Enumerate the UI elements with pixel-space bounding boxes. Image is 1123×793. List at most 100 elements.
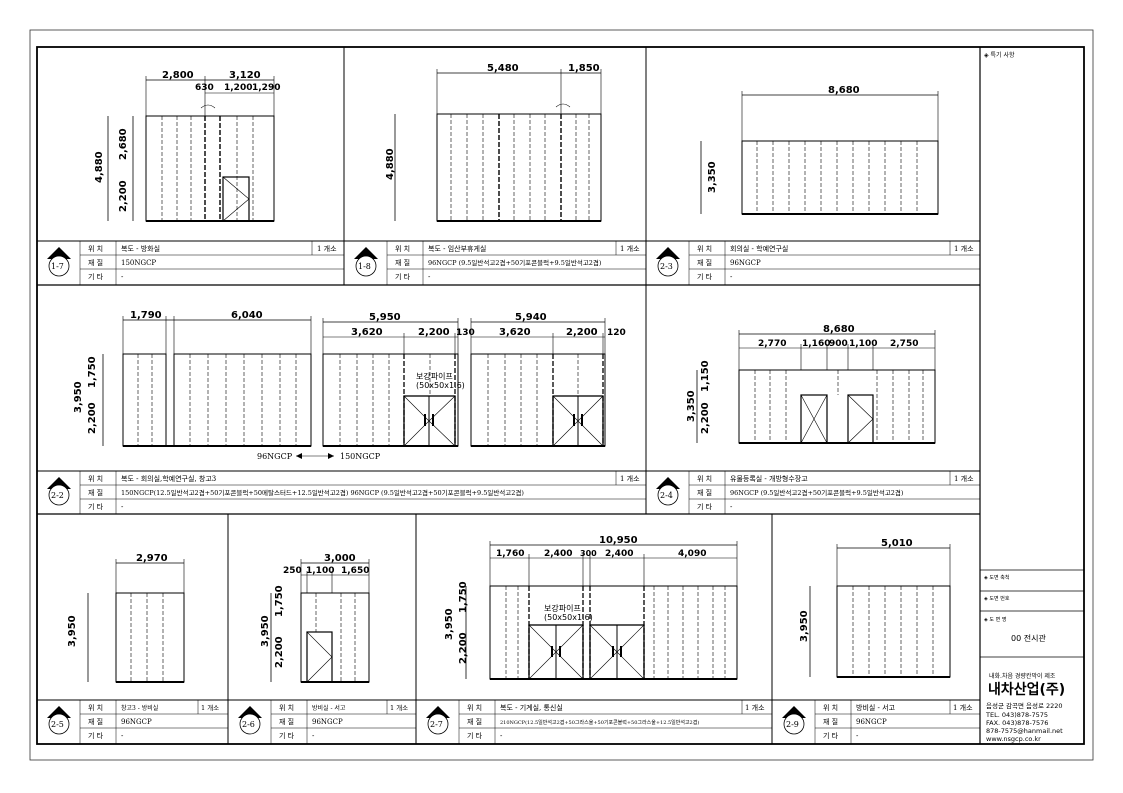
drawing-name: 00 전시관 — [1011, 633, 1046, 643]
company-email: 878-7575@hanmail.net — [986, 727, 1063, 735]
table-2-6: 2-6 위 치 재 질 기 타 방비실 - 서고 1 개소 96NGCP - — [228, 699, 416, 744]
dim-2-2-c: 5,950 — [369, 312, 401, 323]
label-1-8: 1-8 — [358, 262, 371, 271]
company-tagline: 내화.차음 경량칸막이 제조 — [989, 672, 1056, 680]
loc-2-6: 방비실 - 서고 — [312, 704, 346, 712]
company-fax: FAX. 043)878-7576 — [986, 719, 1048, 727]
dim-2-4-h: 3,350 — [686, 390, 697, 422]
dim-2-2-h3: 2,200 — [87, 402, 98, 434]
dim-2-2-k: 120 — [607, 328, 626, 338]
svg-text:기 타: 기 타 — [88, 731, 104, 740]
info-tables: 1-7 위 치 재 질 기 타 복도 - 방화실 1 개소 150NGCP - … — [37, 240, 980, 744]
dim-1-7-e: 1,290 — [252, 83, 280, 93]
svg-text:-: - — [121, 503, 124, 511]
svg-text:-: - — [730, 273, 733, 281]
panel-2-7: 10,950 1,760 2,400 300 2,400 4,090 보강파이프… — [444, 535, 738, 680]
svg-text:재 질: 재 질 — [395, 259, 410, 267]
mat-1-7: 150NGCP — [121, 259, 156, 267]
dim-1-7-h3: 2,200 — [118, 180, 129, 212]
dim-2-3-h: 3,350 — [707, 161, 718, 193]
svg-text:재 질: 재 질 — [279, 718, 294, 726]
svg-text:재 질: 재 질 — [467, 718, 482, 726]
table-1-7: 1-7 위 치 재 질 기 타 복도 - 방화실 1 개소 150NGCP - — [37, 240, 344, 285]
dim-2-7-h2: 1,750 — [458, 581, 469, 613]
title-block: ◈ 특기 사항 ◈ 도면 축척 ◈ 도면 번호 ◈ 도 면 명 00 전시관 내… — [980, 51, 1084, 743]
dim-1-7-b: 3,120 — [229, 70, 261, 81]
loc-2-3: 회의실 - 학예연구실 — [730, 244, 788, 253]
dim-1-7-c: 630 — [195, 83, 214, 93]
svg-text:위 치: 위 치 — [88, 244, 103, 253]
dim-2-2-a: 1,790 — [130, 310, 162, 321]
dim-2-6-h3: 2,200 — [274, 636, 285, 668]
svg-text:-: - — [121, 732, 124, 740]
dim-2-4-f: 2,750 — [890, 339, 918, 349]
dim-2-4-c: 1,160 — [802, 339, 830, 349]
dim-2-3-a: 8,680 — [828, 85, 860, 96]
table-2-3: 2-3 위 치 재 질 기 타 회의실 - 학예연구실 1 개소 96NGCP … — [646, 240, 980, 285]
dim-2-9-a: 5,010 — [881, 538, 913, 549]
count-1-7: 1 개소 — [317, 244, 337, 253]
dim-2-6-h2: 1,750 — [274, 585, 285, 617]
label-2-2: 2-2 — [51, 491, 64, 500]
dim-2-7-f: 4,090 — [678, 549, 706, 559]
svg-text:위 치: 위 치 — [395, 244, 410, 253]
dim-2-4-d: 900 — [829, 339, 848, 349]
table-2-5: 2-5 위 치 재 질 기 타 창고3 - 방비실 1 개소 96NGCP - — [37, 699, 228, 744]
dim-2-4-b: 2,770 — [758, 339, 786, 349]
mat-2-5: 96NGCP — [121, 718, 152, 726]
svg-text:기 타: 기 타 — [395, 272, 411, 281]
dim-1-7-h2: 2,680 — [118, 128, 129, 160]
svg-text:재 질: 재 질 — [88, 259, 103, 267]
count-2-7: 1 개소 — [745, 703, 765, 712]
count-2-4: 1 개소 — [954, 474, 974, 483]
scale-label: ◈ 도면 축척 — [984, 574, 1009, 581]
panel-2-4: 8,680 2,770 1,160 900 1,100 2,750 3,350 … — [686, 324, 936, 444]
dim-2-2-i: 3,620 — [499, 327, 531, 338]
company-web: www.nsgcp.co.kr — [986, 735, 1041, 743]
svg-text:-: - — [856, 732, 859, 740]
svg-text:재 질: 재 질 — [88, 489, 103, 497]
dim-2-2-h: 3,950 — [73, 381, 84, 413]
svg-text:위 치: 위 치 — [697, 244, 712, 253]
count-2-9: 1 개소 — [953, 703, 973, 712]
panel-2-5: 2,970 3,950 — [67, 553, 185, 683]
mat-2-3: 96NGCP — [730, 259, 761, 267]
svg-text:기 타: 기 타 — [88, 502, 104, 511]
count-2-6: 1 개소 — [390, 703, 408, 712]
mat-2-6: 96NGCP — [312, 718, 343, 726]
dim-2-6-b: 250 — [283, 566, 302, 576]
mat-2-9: 96NGCP — [856, 718, 887, 726]
dim-2-7-d: 300 — [580, 549, 597, 558]
count-2-2: 1 개소 — [620, 474, 640, 483]
outer-border — [29, 29, 1094, 761]
dim-1-8-b: 1,850 — [568, 63, 600, 74]
dim-2-2-f: 130 — [456, 328, 475, 338]
panel-2-2: 1,790 6,040 3,950 1,750 2,200 5,950 3,62… — [73, 310, 626, 461]
dim-2-7-a: 10,950 — [599, 535, 638, 546]
inner-border — [36, 46, 1085, 745]
label-1-7: 1-7 — [51, 262, 64, 271]
svg-text:기 타: 기 타 — [697, 272, 713, 281]
svg-text:기 타: 기 타 — [88, 272, 104, 281]
mat-2-2: 150NGCP(12.5일반석고2겹+50기포콘블럭+50메탈스터드+12.5일… — [121, 488, 524, 497]
mat-2-4: 96NGCP (9.5일반석고2겹+50기포콘블럭+9.5일반석고2겹) — [730, 488, 904, 497]
loc-2-9: 방비실 - 서고 — [856, 703, 896, 712]
svg-text:기 타: 기 타 — [697, 502, 713, 511]
drawing-no-label: ◈ 도면 번호 — [984, 595, 1010, 602]
dim-2-7-h: 3,950 — [444, 608, 455, 640]
panel-1-7: 2,800 3,120 630 1,200 1,290 4,880 2,680 … — [94, 70, 280, 222]
table-1-8: 1-8 위 치 재 질 기 타 복도 - 임산부휴게실 1 개소 96NGCP … — [344, 240, 646, 285]
dim-1-7-a: 2,800 — [162, 70, 194, 81]
svg-text:재 질: 재 질 — [697, 489, 712, 497]
dim-1-8-h: 4,880 — [385, 148, 396, 180]
svg-text:기 타: 기 타 — [823, 731, 839, 740]
legend-96ngcp: 96NGCP — [257, 452, 293, 461]
label-2-6: 2-6 — [242, 720, 255, 729]
panel-2-6: 3,000 250 1,100 1,650 3,950 1,750 2,200 — [260, 553, 370, 683]
loc-2-2: 복도 - 회의실,학예연구실, 창고3 — [121, 474, 216, 483]
svg-text:기 타: 기 타 — [279, 731, 295, 740]
svg-text:재 질: 재 질 — [823, 718, 838, 726]
special-notes-label: ◈ 특기 사항 — [984, 51, 1015, 59]
table-2-9: 2-9 위 치 재 질 기 타 방비실 - 서고 1 개소 96NGCP - — [772, 699, 980, 744]
svg-text:-: - — [500, 732, 503, 740]
